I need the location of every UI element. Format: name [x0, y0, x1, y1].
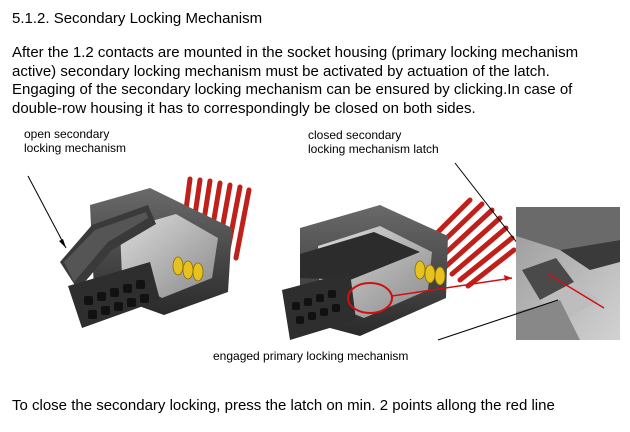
caption-line: open secondary	[24, 127, 110, 141]
footer-instruction: To close the secondary locking, press th…	[12, 397, 555, 414]
latch-detail-inset	[516, 207, 620, 340]
closed-connector-illustration	[282, 197, 517, 340]
section-heading: 5.1.2. Secondary Locking Mechanism	[12, 10, 263, 27]
primary-locking-caption: engaged primary locking mechanism	[213, 349, 409, 363]
contact-springs	[414, 260, 446, 286]
closed-label-pointer	[454, 162, 526, 254]
instruction-paragraph: After the 1.2 contacts are mounted in th…	[12, 44, 624, 118]
paragraph-line: Engaging of the secondary locking mechan…	[12, 81, 573, 98]
paragraph-line: After the 1.2 contacts are mounted in th…	[12, 44, 579, 61]
paragraph-line: active) secondary locking mechanism must…	[12, 62, 550, 80]
caption-line: locking mechanism	[24, 141, 127, 155]
contact-springs	[172, 256, 204, 282]
caption-line: locking mechanism latch	[308, 142, 439, 156]
primary-lock-highlight	[347, 282, 393, 314]
caption-line: closed secondary	[308, 128, 402, 142]
closed-latch-caption: closed secondary locking mechanism latch	[308, 128, 439, 156]
open-locking-caption: open secondary locking mechanism	[24, 127, 126, 155]
cavity-row	[84, 280, 149, 319]
paragraph-line: double-row housing it has to correspondi…	[12, 99, 476, 117]
open-connector-illustration	[60, 176, 252, 328]
latch-red-line	[391, 277, 513, 297]
open-label-pointer	[27, 175, 67, 249]
primary-lock-pointer	[437, 299, 559, 341]
cavity-row	[292, 290, 340, 324]
